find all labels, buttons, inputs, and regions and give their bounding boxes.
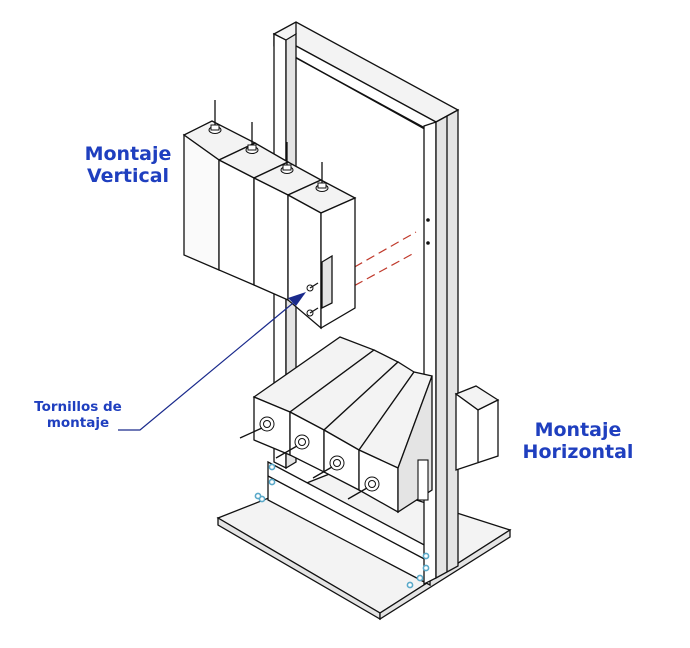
- vertical-mount-label-line1: Montaje: [84, 143, 172, 165]
- vertical-modules: [182, 100, 357, 330]
- arrowhead-icon: [288, 292, 306, 306]
- horizontal-mount-label-line2: Horizontal: [522, 440, 634, 463]
- mounting-screw-icon: [306, 307, 319, 317]
- terminal-icon: [208, 100, 222, 134]
- terminal-icon: [315, 162, 329, 192]
- cable-gland-icon: [347, 476, 380, 500]
- mounting-screws-label: Tornillos de montaje: [18, 399, 138, 431]
- rear-box: [454, 385, 500, 471]
- cable-gland-icon: [275, 434, 310, 459]
- mounting-screws-label-line1: Tornillos de: [34, 399, 122, 415]
- mounting-screw-icon: [306, 282, 319, 292]
- vertical-mount-label-line2: Vertical: [86, 164, 170, 187]
- screws-leader: [118, 292, 306, 431]
- mounting-screws-label-line2: montaje: [46, 414, 110, 431]
- horizontal-mount-label-line1: Montaje: [534, 419, 622, 441]
- terminal-icon: [280, 142, 294, 174]
- cable-gland-icon: [312, 455, 345, 479]
- terminal-icon: [245, 122, 259, 154]
- fastener-dots: [254, 463, 430, 589]
- vertical-mount-label: Montaje Vertical: [68, 143, 188, 188]
- cable-gland-icon: [239, 416, 275, 439]
- horizontal-modules: [239, 336, 433, 514]
- horizontal-mount-label: Montaje Horizontal: [508, 419, 648, 464]
